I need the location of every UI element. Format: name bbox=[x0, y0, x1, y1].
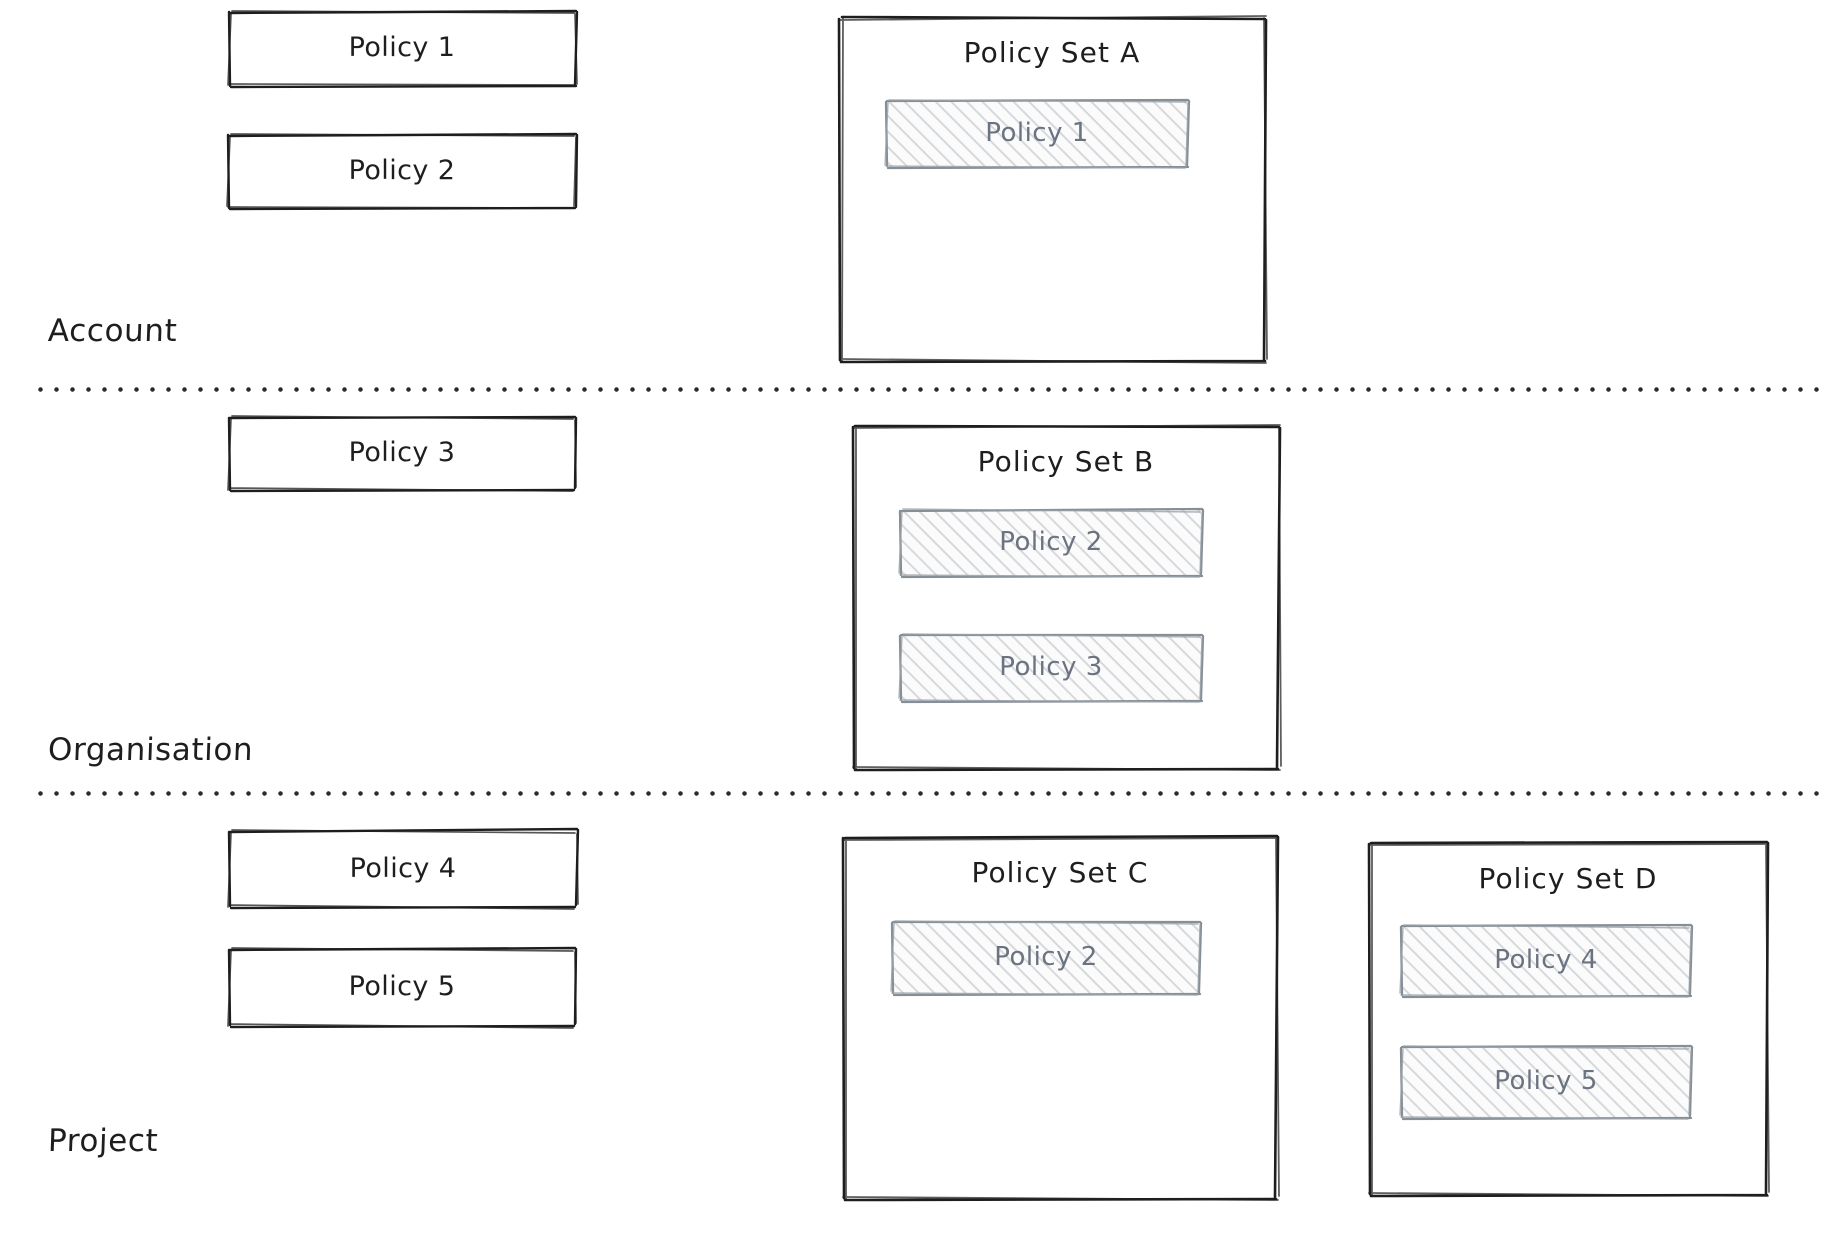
policy-chip-policy-3[interactable]: Policy 3 bbox=[898, 632, 1205, 704]
policy-set-c[interactable]: Policy Set C Policy 2 bbox=[840, 834, 1280, 1202]
scope-divider-account-organisation bbox=[38, 387, 1822, 392]
policy-set-title: Policy Set C bbox=[971, 856, 1149, 889]
scope-label-organisation: Organisation bbox=[47, 732, 254, 768]
policy-set-b[interactable]: Policy Set B Policy 2 bbox=[850, 423, 1282, 772]
policy-set-a[interactable]: Policy Set A Policy 1 bbox=[836, 14, 1268, 364]
policy-set-title: Policy Set A bbox=[963, 36, 1141, 69]
policy-chip-policy-1[interactable]: Policy 1 bbox=[884, 98, 1191, 170]
scope-label-project: Project bbox=[47, 1123, 159, 1159]
policy-card-policy-4[interactable]: Policy 4 bbox=[226, 827, 580, 910]
policy-chip-policy-4[interactable]: Policy 4 bbox=[1399, 923, 1694, 999]
policy-set-title: Policy Set B bbox=[977, 445, 1155, 478]
policy-card-policy-3[interactable]: Policy 3 bbox=[226, 414, 578, 493]
policy-set-d[interactable]: Policy Set D Policy 4 bbox=[1366, 840, 1770, 1198]
scope-divider-organisation-project bbox=[38, 791, 1822, 796]
policy-chip-policy-2[interactable]: Policy 2 bbox=[890, 919, 1203, 997]
policy-set-title: Policy Set D bbox=[1478, 862, 1658, 895]
policy-chip-policy-5[interactable]: Policy 5 bbox=[1399, 1043, 1694, 1121]
policy-card-policy-1[interactable]: Policy 1 bbox=[226, 8, 579, 89]
policy-card-policy-5[interactable]: Policy 5 bbox=[226, 944, 578, 1030]
policy-chip-policy-2[interactable]: Policy 2 bbox=[898, 507, 1205, 579]
policy-card-policy-2[interactable]: Policy 2 bbox=[226, 132, 579, 211]
scope-label-account: Account bbox=[47, 313, 179, 349]
